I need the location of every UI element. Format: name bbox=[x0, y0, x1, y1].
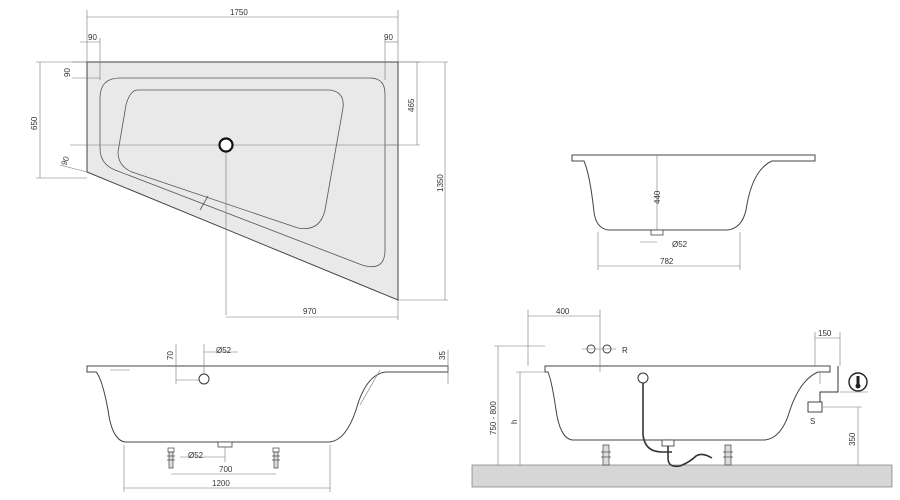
installation-rim-width-label: 150 bbox=[818, 329, 832, 338]
thermometer-icon bbox=[848, 372, 868, 392]
top-view-overflow-mark bbox=[199, 195, 209, 211]
installation-tap-marker: R bbox=[622, 346, 628, 355]
installation-view: R 400 150 S 350 750 - 800 h bbox=[471, 307, 893, 488]
installation-overflow-icon bbox=[637, 372, 649, 384]
installation-siphon-marker: S bbox=[810, 417, 815, 426]
top-view-drain-icon bbox=[218, 137, 234, 153]
installation-supply-pipe bbox=[819, 366, 839, 402]
front-view-rim-inner bbox=[359, 369, 381, 406]
side-view-drain-label: Ø52 bbox=[672, 240, 688, 249]
dim-label-left-height: 650 bbox=[30, 116, 39, 130]
side-view-depth-label: 440 bbox=[653, 190, 662, 204]
installation-siphon-box bbox=[807, 401, 823, 413]
side-view-tub bbox=[571, 154, 816, 231]
dim-label-right-inset: 90 bbox=[384, 33, 393, 42]
front-view-drain-icon bbox=[217, 441, 233, 448]
installation-h-label: h bbox=[510, 420, 519, 424]
front-view-base-length-label: 1200 bbox=[212, 479, 230, 488]
installation-overflow-pipe bbox=[642, 383, 672, 453]
dim-label-bottom-length: 970 bbox=[303, 307, 317, 316]
dim-line-diag bbox=[59, 164, 88, 173]
top-view-basin bbox=[117, 89, 344, 229]
front-view-foot-right bbox=[272, 447, 280, 469]
front-view-feet-spacing-label: 700 bbox=[219, 465, 233, 474]
installation-foot-right bbox=[723, 444, 733, 466]
top-view-rim-inner bbox=[99, 77, 386, 268]
dim-label-right-total: 1350 bbox=[436, 174, 445, 192]
installation-tap-offset-label: 400 bbox=[556, 307, 570, 316]
dim-label-rim-top: 90 bbox=[63, 68, 72, 77]
installation-drain-icon bbox=[661, 439, 675, 447]
installation-foot-left bbox=[601, 444, 611, 466]
front-view-overflow-label: Ø52 bbox=[216, 346, 232, 355]
side-view-drain-icon bbox=[650, 229, 664, 236]
dim-label-diag-rim: 90 bbox=[60, 155, 72, 167]
installation-tub bbox=[544, 365, 831, 441]
installation-floor bbox=[471, 464, 893, 488]
dim-label-left-inset: 90 bbox=[88, 33, 97, 42]
front-view-rim-label: 35 bbox=[438, 351, 447, 360]
dim-label-1750: 1750 bbox=[230, 8, 248, 17]
dim-label-right-upper: 465 bbox=[407, 98, 416, 112]
side-view: 440 Ø52 782 bbox=[571, 154, 816, 270]
installation-siphon-height-label: 350 bbox=[848, 432, 857, 446]
top-view-tub-outline bbox=[86, 61, 399, 301]
front-view-drain-label: Ø52 bbox=[188, 451, 204, 460]
front-view-overflow-icon bbox=[198, 373, 210, 385]
side-view-width-label: 782 bbox=[660, 257, 674, 266]
front-view-overflow-offset-label: 70 bbox=[166, 351, 175, 360]
installation-siphon-pipe bbox=[667, 446, 713, 468]
front-view-foot-left bbox=[167, 447, 175, 469]
front-view-tub bbox=[86, 365, 449, 443]
installation-height-range-label: 750 - 800 bbox=[489, 401, 498, 435]
front-view: 35 70 Ø52 Ø52 700 bbox=[86, 344, 449, 492]
top-view: 1750 90 90 90 650 90 465 1350 bbox=[30, 8, 448, 320]
